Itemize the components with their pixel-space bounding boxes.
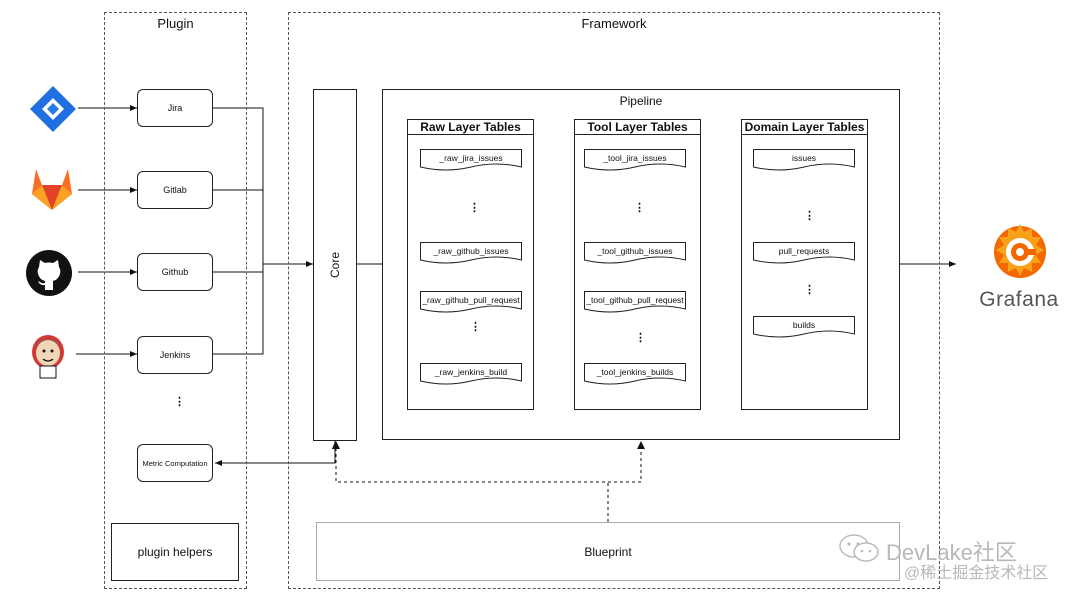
raw-ellipsis-2: ⋮ bbox=[470, 321, 481, 333]
gitlab-logo-icon bbox=[29, 167, 75, 211]
table-domain-builds: builds bbox=[753, 316, 855, 340]
grafana-logo-icon bbox=[986, 218, 1054, 286]
table-tool-github-issues-label: _tool_github_issues bbox=[597, 246, 673, 256]
framework-title: Framework bbox=[581, 16, 647, 31]
raw-layer-title: Raw Layer Tables bbox=[408, 120, 533, 135]
tool-ellipsis-1: ⋮ bbox=[634, 202, 645, 214]
tool-layer-title: Tool Layer Tables bbox=[575, 120, 700, 135]
table-tool-github-pull-request: _tool_github_pull_request bbox=[584, 291, 686, 315]
core-label: Core bbox=[328, 251, 342, 279]
table-tool-jenkins-builds: _tool_jenkins_builds bbox=[584, 363, 686, 387]
jira-logo-icon bbox=[28, 84, 78, 134]
table-raw-jenkins-build-label: _raw_jenkins_build bbox=[434, 367, 508, 377]
blueprint-box: Blueprint bbox=[316, 522, 900, 581]
plugin-gitlab: Gitlab bbox=[137, 171, 213, 209]
plugin-github: Github bbox=[137, 253, 213, 291]
pipeline-title: Pipeline bbox=[619, 94, 663, 108]
table-raw-jira-issues: _raw_jira_issues bbox=[420, 149, 522, 173]
wechat-icon bbox=[839, 534, 879, 562]
table-raw-github-pull-request: _raw_github_pull_request bbox=[420, 291, 522, 315]
tool-ellipsis-2: ⋮ bbox=[635, 332, 646, 344]
table-tool-github-issues: _tool_github_issues bbox=[584, 242, 686, 266]
blueprint-label: Blueprint bbox=[584, 544, 632, 559]
plugin-jenkins: Jenkins bbox=[137, 336, 213, 374]
plugin-container bbox=[104, 12, 247, 589]
table-raw-jenkins-build: _raw_jenkins_build bbox=[420, 363, 522, 387]
core-box: Core bbox=[313, 89, 357, 441]
table-tool-jira-issues: _tool_jira_issues bbox=[584, 149, 686, 173]
github-logo-icon bbox=[25, 249, 73, 297]
raw-ellipsis-1: ⋮ bbox=[469, 202, 480, 214]
table-raw-jira-issues-label: _raw_jira_issues bbox=[439, 153, 503, 163]
table-raw-github-issues: _raw_github_issues bbox=[420, 242, 522, 266]
table-domain-pull-requests: pull_requests bbox=[753, 242, 855, 266]
table-tool-jenkins-builds-label: _tool_jenkins_builds bbox=[596, 367, 674, 377]
watermark: DevLake社区 @稀土掘金技术社区 bbox=[838, 533, 1070, 583]
grafana-label: Grafana bbox=[979, 288, 1059, 311]
table-domain-issues-label: issues bbox=[791, 153, 817, 163]
plugin-ellipsis: ⋮ bbox=[174, 396, 185, 408]
watermark-line2: @稀土掘金技术社区 bbox=[904, 565, 1049, 582]
jenkins-logo-icon bbox=[27, 333, 69, 379]
watermark-line1: DevLake社区 bbox=[886, 540, 1017, 565]
plugin-helpers-label: plugin helpers bbox=[137, 545, 213, 559]
plugin-helpers: plugin helpers bbox=[111, 523, 239, 581]
plugin-title: Plugin bbox=[157, 16, 194, 31]
table-raw-github-pull-request-label: _raw_github_pull_request bbox=[422, 295, 520, 305]
metric-computation: Metric Computation bbox=[137, 444, 213, 482]
table-domain-pull-requests-label: pull_requests bbox=[778, 246, 830, 256]
table-tool-github-pull-request-label: _tool_github_pull_request bbox=[586, 295, 684, 305]
domain-ellipsis-1: ⋮ bbox=[804, 210, 815, 222]
table-domain-issues: issues bbox=[753, 149, 855, 173]
table-domain-builds-label: builds bbox=[792, 320, 816, 330]
framework-container bbox=[288, 12, 940, 589]
table-raw-github-issues-label: _raw_github_issues bbox=[433, 246, 509, 256]
table-tool-jira-issues-label: _tool_jira_issues bbox=[603, 153, 667, 163]
domain-ellipsis-2: ⋮ bbox=[804, 284, 815, 296]
plugin-jira: Jira bbox=[137, 89, 213, 127]
domain-layer-title: Domain Layer Tables bbox=[742, 120, 867, 135]
